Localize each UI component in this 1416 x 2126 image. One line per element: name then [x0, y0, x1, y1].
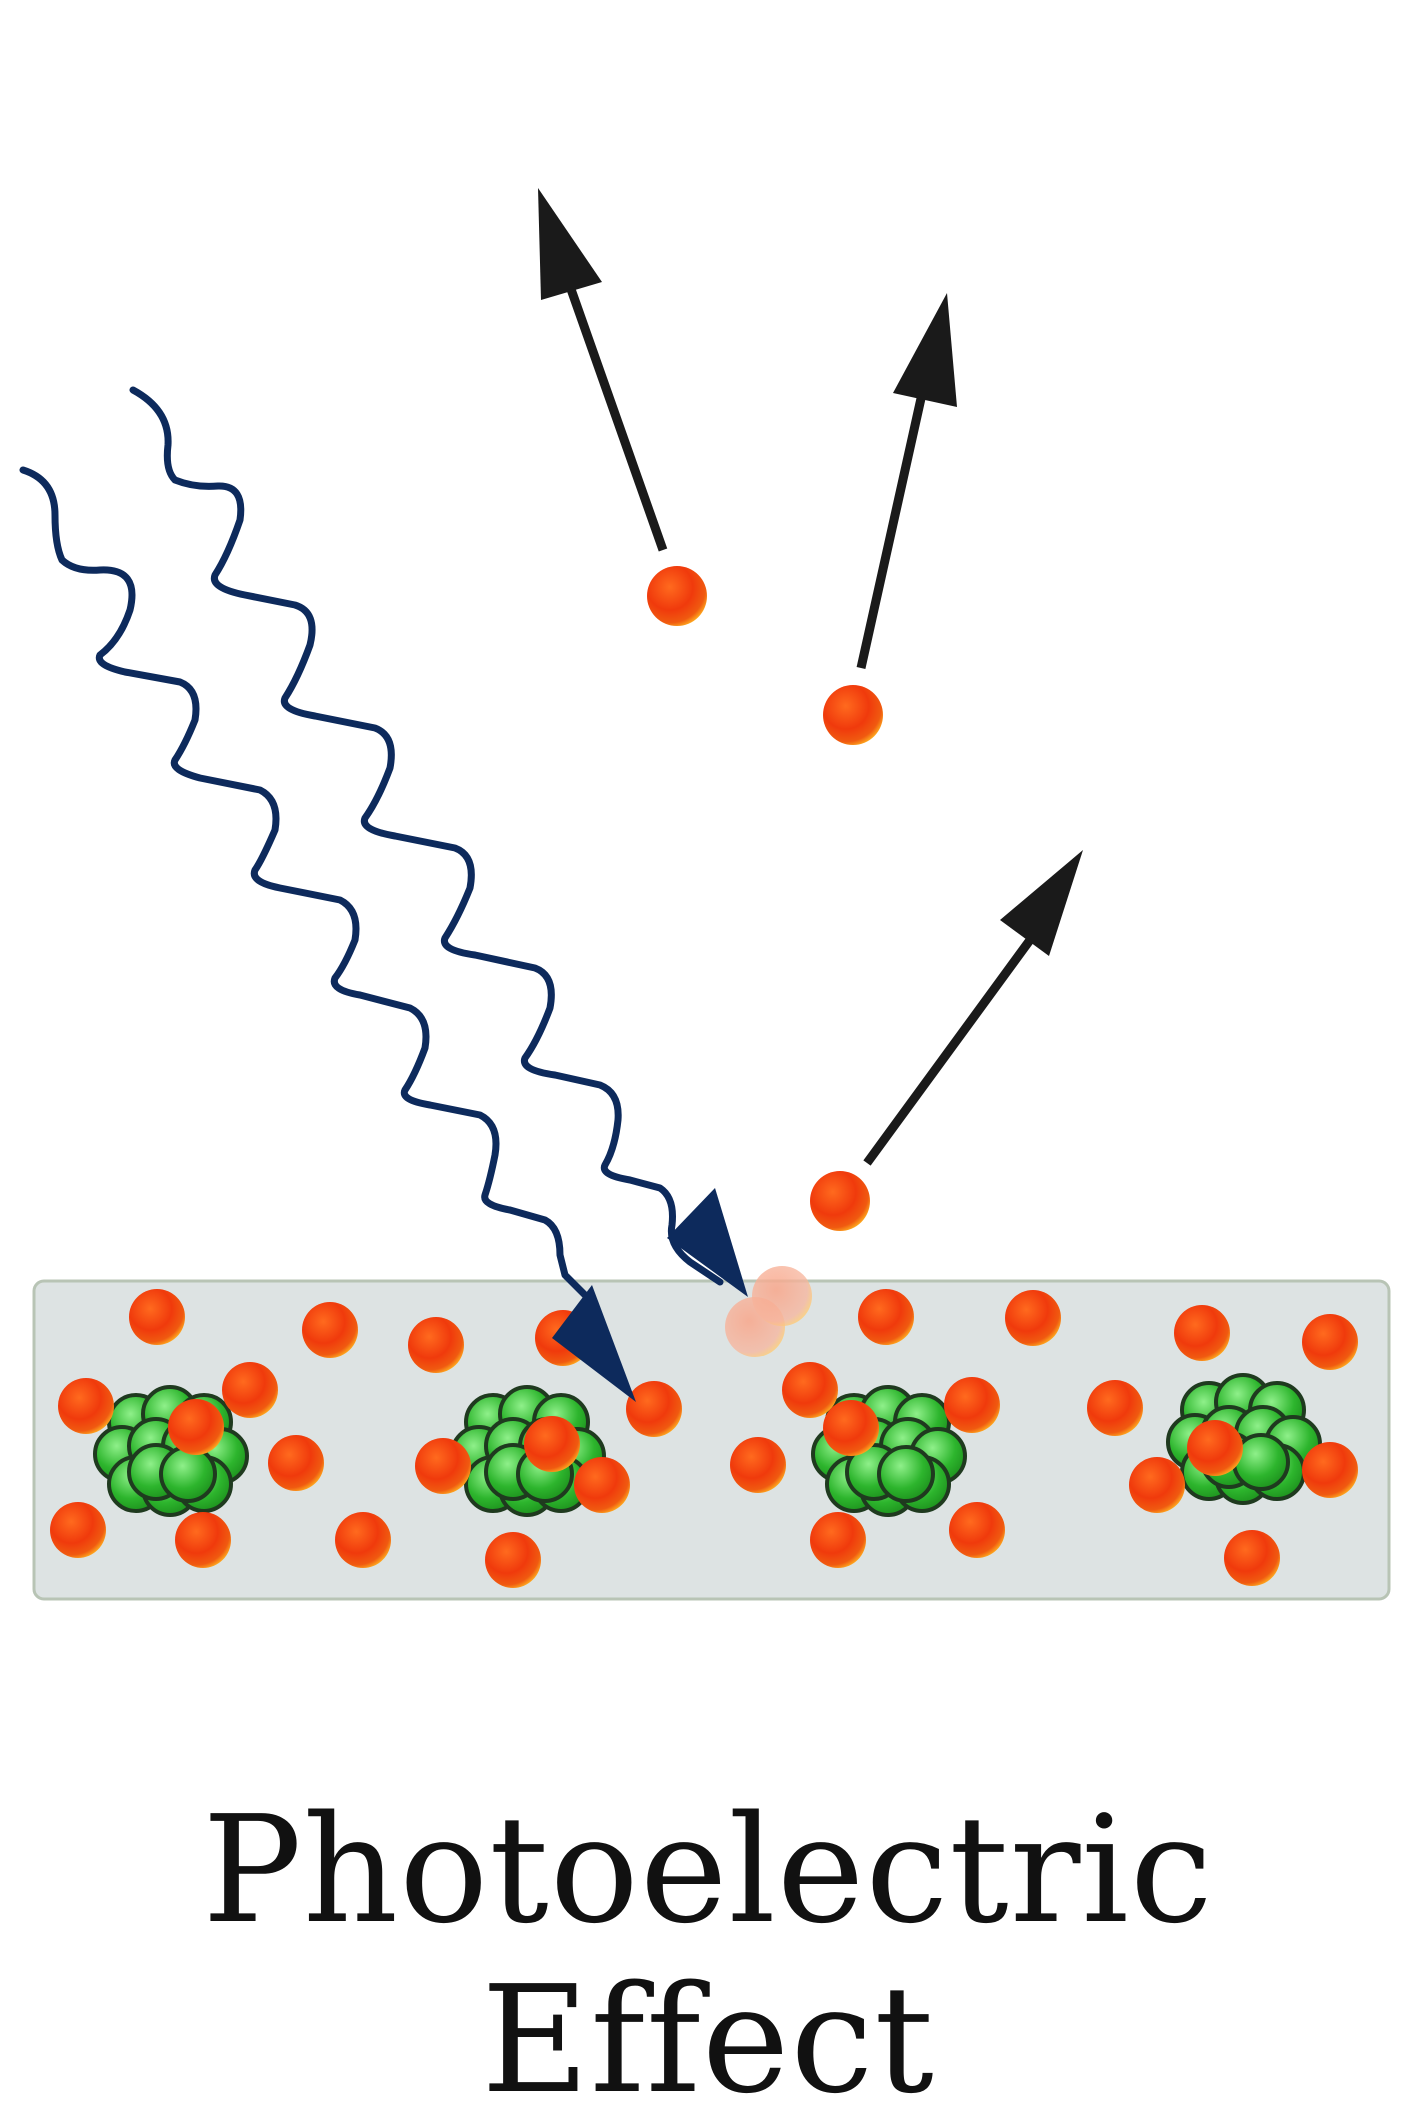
- bound-electron-icon: [175, 1512, 231, 1568]
- arrow-head-icon: [893, 293, 957, 407]
- photon-wave-path: [19, 466, 594, 1304]
- arrow-head-icon: [538, 188, 602, 300]
- bound-electron-icon: [408, 1317, 464, 1373]
- bound-electrons-layer: [50, 1289, 1358, 1588]
- bound-electron-icon: [1224, 1530, 1280, 1586]
- photon-wave-right: [129, 386, 748, 1297]
- bound-electron-icon: [1174, 1305, 1230, 1361]
- bound-electron-icon: [58, 1378, 114, 1434]
- bound-electron-icon: [944, 1377, 1000, 1433]
- bound-electron-icon: [415, 1438, 471, 1494]
- bound-electron-icon: [222, 1362, 278, 1418]
- ejected-electron-3: [810, 850, 1083, 1231]
- ejected-electron-1: [538, 188, 707, 626]
- photon-arrowhead-left: [552, 1285, 636, 1402]
- bound-electron-icon: [129, 1289, 185, 1345]
- bound-electron-icon: [782, 1362, 838, 1418]
- bound-electron-icon: [810, 1512, 866, 1568]
- bound-electron-icon: [574, 1457, 630, 1513]
- bound-electron-icon: [1087, 1380, 1143, 1436]
- electron-icon: [810, 1171, 870, 1231]
- photon-wave-left: [19, 466, 636, 1402]
- bound-electron-icon: [1302, 1442, 1358, 1498]
- bound-electron-icon: [949, 1502, 1005, 1558]
- bound-electron-icon: [730, 1437, 786, 1493]
- photon-arrowhead-right: [667, 1188, 748, 1297]
- impact-ghost-electron: [725, 1266, 812, 1357]
- bound-electron-icon: [626, 1381, 682, 1437]
- bound-electron-icon: [1302, 1314, 1358, 1370]
- bound-electron-icon: [1005, 1290, 1061, 1346]
- diagram-title: Photoelectric Effect: [202, 1784, 1214, 2126]
- bound-electron-icon: [858, 1289, 914, 1345]
- electron-icon: [823, 685, 883, 745]
- bound-electron-icon: [823, 1400, 879, 1456]
- bound-electron-icon: [268, 1435, 324, 1491]
- bound-electron-icon: [524, 1416, 580, 1472]
- bound-electron-icon: [168, 1399, 224, 1455]
- bound-electron-icon: [1129, 1457, 1185, 1513]
- bound-electron-icon: [50, 1502, 106, 1558]
- electron-icon: [647, 566, 707, 626]
- atom-nucleus-icon: [93, 1385, 249, 1517]
- bound-electron-icon: [485, 1532, 541, 1588]
- bound-electron-icon: [1187, 1420, 1243, 1476]
- bound-electron-icon: [335, 1512, 391, 1568]
- arrow-head-icon: [1000, 850, 1083, 956]
- ejected-electron-2: [823, 293, 957, 745]
- photon-wave-path: [129, 386, 724, 1286]
- bound-electron-icon: [302, 1302, 358, 1358]
